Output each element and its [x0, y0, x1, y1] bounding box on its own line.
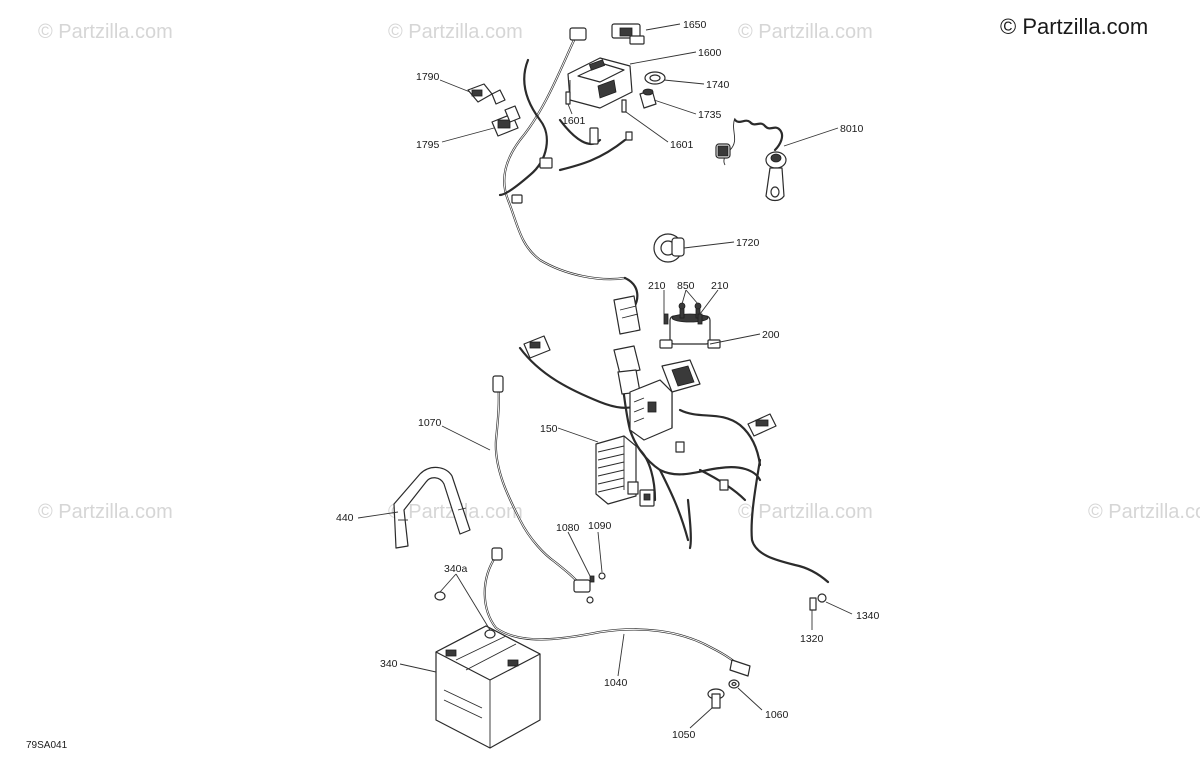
battery-strap-440 [393, 466, 471, 549]
diagram-code: 79SA041 [26, 740, 68, 751]
callout-210-b: 210 [711, 280, 729, 292]
nuts-850 [678, 302, 702, 310]
relay-box [629, 359, 701, 441]
callout-1735: 1735 [698, 109, 722, 121]
watermark-4: © Partzilla.com [38, 501, 173, 523]
callout-1650: 1650 [683, 19, 707, 31]
callout-1050: 1050 [672, 729, 696, 741]
connector-mid-left [523, 335, 641, 395]
callout-labels: 1650 1600 1740 1735 1790 1601 1601 1795 … [336, 19, 880, 741]
leader-lines [357, 23, 853, 729]
watermark-2: © Partzilla.com [388, 21, 523, 43]
callout-850: 850 [677, 280, 695, 292]
bolt-1050 [707, 688, 725, 709]
callout-210-a: 210 [648, 280, 666, 292]
callout-1740: 1740 [706, 79, 730, 91]
corner-watermark: © Partzilla.com [1000, 14, 1148, 39]
knob-1720 [653, 233, 685, 263]
callout-8010: 8010 [840, 123, 864, 135]
nut-1090 [598, 572, 606, 580]
tether-cord-8010 [715, 117, 787, 202]
battery-340 [435, 625, 541, 749]
watermark-3: © Partzilla.com [738, 21, 873, 43]
callout-200: 200 [762, 329, 780, 341]
callout-1320: 1320 [800, 633, 824, 645]
connector-1790 [467, 83, 506, 105]
callout-1060: 1060 [765, 709, 789, 721]
harness-plug [613, 295, 641, 335]
callout-1795: 1795 [416, 139, 440, 151]
callout-150: 150 [540, 423, 558, 435]
harness-connectors [511, 127, 633, 204]
watermark-6: © Partzilla.com [738, 501, 873, 523]
cable-1040 [483, 547, 751, 677]
cable-1070 [492, 375, 594, 604]
callout-1340: 1340 [856, 610, 880, 622]
connector-1795 [491, 105, 521, 137]
callout-1090: 1090 [588, 520, 612, 532]
callout-440: 440 [336, 512, 354, 524]
callout-1720: 1720 [736, 237, 760, 249]
watermark-group: © Partzilla.com © Partzilla.com © Partzi… [38, 14, 1200, 523]
callout-1601-a: 1601 [562, 115, 586, 127]
callout-340a: 340a [444, 563, 468, 575]
callout-1790: 1790 [416, 71, 440, 83]
screw-1320 [809, 597, 817, 611]
callout-1070: 1070 [418, 417, 442, 429]
connector-lower [639, 441, 729, 507]
callout-1040: 1040 [604, 677, 628, 689]
callout-1080: 1080 [556, 522, 580, 534]
callout-340: 340 [380, 658, 398, 670]
callout-1600: 1600 [698, 47, 722, 59]
watermark-7: © Partzilla.com [1088, 501, 1200, 523]
sensor-1735 [639, 88, 657, 109]
grommet-1740 [644, 71, 666, 85]
watermark-1: © Partzilla.com [38, 21, 173, 43]
bolt-1080 [589, 575, 595, 583]
connector-right [747, 413, 777, 437]
connector-group-top [569, 23, 645, 45]
washer-1340 [817, 593, 827, 603]
control-module-1600 [567, 57, 633, 109]
voltage-regulator-150 [595, 435, 639, 505]
nut-1060 [728, 679, 740, 689]
main-wiring-harness [498, 36, 830, 584]
callout-1601-b: 1601 [670, 139, 694, 151]
solenoid-200 [659, 307, 721, 349]
